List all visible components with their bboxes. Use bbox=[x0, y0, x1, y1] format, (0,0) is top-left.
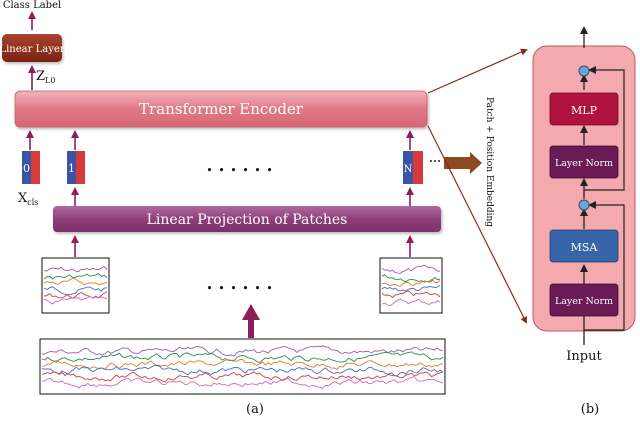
series-line bbox=[381, 290, 441, 299]
msa-box: MSA bbox=[549, 229, 619, 263]
zoom-line-bottom bbox=[427, 125, 527, 324]
series-line bbox=[41, 371, 444, 383]
layer-norm-top-label: Layer Norm bbox=[555, 158, 613, 169]
series-line bbox=[381, 274, 441, 283]
input-time-series bbox=[39, 338, 446, 395]
residual-connection-1 bbox=[584, 201, 625, 331]
linear-layer-label: Linear Layer bbox=[0, 44, 65, 55]
transformer-encoder-box: Transformer Encoder bbox=[14, 90, 428, 128]
caption-a: (a) bbox=[246, 402, 264, 417]
series-line bbox=[43, 295, 108, 305]
layer-norm-top-box: Layer Norm bbox=[549, 145, 619, 179]
mlp-box: MLP bbox=[549, 92, 619, 126]
series-line bbox=[381, 284, 441, 292]
token-ellipsis: • • • • • • bbox=[206, 164, 273, 177]
layer-norm-bottom-label: Layer Norm bbox=[555, 296, 613, 307]
patch-split-arrow bbox=[242, 304, 260, 338]
patch-1-thumbnail bbox=[41, 257, 110, 314]
series-line bbox=[43, 265, 108, 273]
token-0: 0 bbox=[22, 151, 40, 184]
series-line bbox=[41, 358, 444, 371]
series-line bbox=[41, 345, 443, 357]
series-line bbox=[41, 364, 444, 377]
zoom-line-top bbox=[427, 48, 528, 94]
add-node-top bbox=[578, 65, 590, 77]
layer-norm-bottom-box: Layer Norm bbox=[549, 283, 619, 317]
input-time-series-lines bbox=[41, 345, 444, 389]
token-1-label: 1 bbox=[68, 162, 75, 175]
linear-projection-box: Linear Projection of Patches bbox=[53, 206, 441, 232]
patch-n-series bbox=[381, 264, 441, 307]
series-line bbox=[381, 264, 440, 274]
series-line bbox=[381, 298, 441, 307]
token-1: 1 bbox=[67, 151, 85, 184]
x-cls-label: Xcls bbox=[18, 191, 38, 207]
msa-label: MSA bbox=[571, 241, 599, 254]
mlp-label: MLP bbox=[571, 104, 598, 117]
transformer-encoder-label: Transformer Encoder bbox=[139, 100, 304, 118]
embedding-connector bbox=[430, 152, 482, 174]
token-n: N bbox=[403, 151, 423, 184]
z-label: ZL0 bbox=[36, 69, 55, 85]
residual-connection-2 bbox=[584, 66, 625, 191]
token-n-label: N bbox=[404, 164, 413, 175]
token-0-label: 0 bbox=[23, 162, 30, 175]
patch-position-embedding-label: Patch + Position Embedding bbox=[484, 97, 494, 227]
patch-n-thumbnail bbox=[379, 257, 443, 314]
caption-b: (b) bbox=[581, 402, 599, 417]
patch-ellipsis: • • • • • • bbox=[206, 282, 273, 295]
class-label-text: Class Label bbox=[3, 0, 61, 11]
series-line bbox=[41, 351, 444, 364]
series-line bbox=[41, 375, 444, 389]
linear-layer-box: Linear Layer bbox=[0, 34, 65, 62]
input-label: Input bbox=[566, 349, 602, 364]
add-node-bottom bbox=[578, 199, 590, 211]
series-line bbox=[43, 286, 108, 296]
patch-1-series bbox=[43, 265, 108, 305]
series-line bbox=[43, 272, 108, 280]
series-line bbox=[381, 278, 441, 287]
series-line bbox=[43, 277, 108, 286]
series-line bbox=[43, 291, 108, 299]
linear-projection-label: Linear Projection of Patches bbox=[147, 212, 348, 228]
